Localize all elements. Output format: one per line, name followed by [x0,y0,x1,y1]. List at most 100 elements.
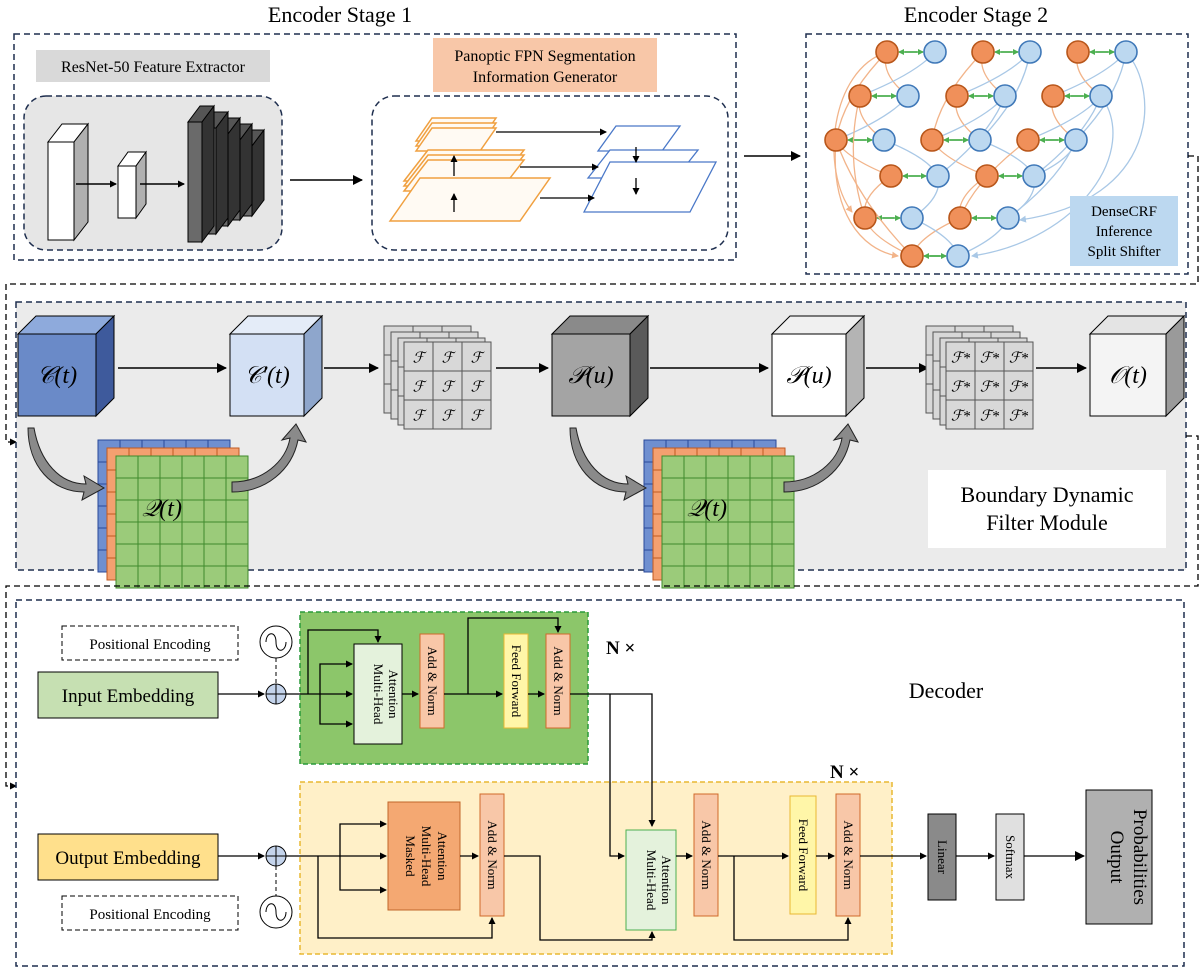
cube-c-t-label: 𝒞(t) [37,363,77,389]
crf-node-blue [896,84,920,108]
addnorm-5-box [835,793,861,917]
crf-node-blue [1089,84,1113,108]
filter-cell-label: ℱ [413,351,428,367]
crf-node-orange [875,40,899,64]
crf-node-orange [853,206,877,230]
q-grid-1 [97,439,249,589]
q-grid-1-label: 𝒬(t) [142,496,182,522]
crf-node-blue [900,206,924,230]
addnorm-4-box [693,793,719,917]
crf-node-blue [968,128,992,152]
positional-encoding-bottom-box [61,895,239,931]
filter-cell-label: ℱ* [1009,409,1029,425]
filter-cell-label: ℱ [442,380,457,396]
filter-cell-label: ℱ [442,351,457,367]
densecrf-label-line2: Inference [1096,224,1153,240]
green-block-wires [286,617,656,860]
masked-mha-box [387,801,461,911]
feedforward-bottom-box [789,795,817,915]
positional-encoding-top: Positional Encoding [89,637,211,653]
input-embedding-box [37,671,219,719]
input-embedding: Input Embedding [62,686,195,707]
crf-node-orange [900,244,924,268]
encoder-stage-1-title: Encoder Stage 1 [268,2,412,27]
cube-p-u-1: 𝒫(u) [550,314,650,418]
resnet-label: ResNet-50 Feature Extractor [61,59,246,76]
mha-bottom-box [625,829,677,931]
masked-line2: Multi-Head [419,826,434,887]
fpn-label-line2: Information Generator [473,69,618,86]
output-embedding-box [37,833,219,881]
feedforward-bottom: Feed Forward [796,819,811,892]
filter-cell-label: ℱ* [980,351,1000,367]
densecrf-label-line3: Split Shifter [1088,244,1161,260]
positional-encoding-top-box [61,625,239,661]
linear-box [927,813,957,901]
crf-node-blue [996,206,1020,230]
connector-stage2-to-bdf [5,155,1199,446]
add-icon-bottom [265,845,287,867]
crf-node-blue [926,164,950,188]
softmax: Softmax [1003,835,1018,880]
bdf-label-line1: Boundary Dynamic [961,482,1134,507]
encoder-stage-2-title: Encoder Stage 2 [904,2,1048,27]
crf-node-orange [975,164,999,188]
addnorm-3-box [479,793,505,917]
output-line1: Output [1106,831,1127,885]
crf-nodes [824,40,1138,268]
decoder-title: Decoder [909,678,984,703]
mha-top-line2: Attention [386,669,401,719]
add-icon-top [265,683,287,705]
output-line2: Probabilities [1129,809,1150,905]
nx-top: N × [606,638,635,659]
masked-line1: Masked [403,835,418,877]
crf-node-orange [1066,40,1090,64]
addnorm-3: Add & Norm [485,820,500,889]
mha-bottom-line1: Multi-Head [644,850,659,911]
fpn-top-down [582,125,718,213]
q-grid-2 [643,439,795,589]
fpn-pyramid [388,117,552,222]
crf-node-orange [948,206,972,230]
sine-wave-icon-top [259,625,293,659]
crf-node-orange [879,164,903,188]
cube-o-t-label: 𝒪(t) [1109,363,1147,389]
filter-cell-label: ℱ* [951,380,971,396]
cube-c-prime-t-label: 𝒞′(t) [244,363,289,389]
masked-line3: Attention [435,831,450,881]
crf-node-blue [1018,40,1042,64]
filter-cell-label: ℱ* [980,380,1000,396]
filter-cell-label: ℱ [471,409,486,425]
fpn-label-line1: Panoptic FPN Segmentation [454,48,635,65]
crf-node-blue [946,244,970,268]
filter-cell-label: ℱ [413,409,428,425]
feature-map-stack [187,104,265,244]
crf-node-blue [1114,40,1138,64]
crf-node-orange [1041,84,1065,108]
crf-node-orange [1016,128,1040,152]
cube-p-u-2: 𝒫(u) [770,314,866,418]
positional-encoding-bottom: Positional Encoding [89,907,211,923]
crf-node-orange [971,40,995,64]
feature-map-mid [117,150,147,220]
bdf-label-line2: Filter Module [986,510,1108,535]
filter-cell-label: ℱ* [951,409,971,425]
crf-node-blue [923,40,947,64]
encoder-stage-1-frame [13,33,737,261]
crf-node-orange [945,84,969,108]
filter-cell-label: ℱ* [980,409,1000,425]
encoder-stage-2-frame [805,33,1189,275]
filter-cell-label: ℱ [471,351,486,367]
mha-top-line1: Multi-Head [371,664,386,725]
mha-top-box [353,643,403,745]
crf-node-orange [920,128,944,152]
cube-c-t: 𝒞(t) [16,314,116,418]
addnorm-1: Add & Norm [425,646,440,715]
output-probabilities-box [1085,789,1153,925]
feature-map-input [46,122,90,242]
decoder-frame [15,599,1185,967]
filter-cell-label: ℱ* [1009,351,1029,367]
curved-arrows [27,423,859,501]
